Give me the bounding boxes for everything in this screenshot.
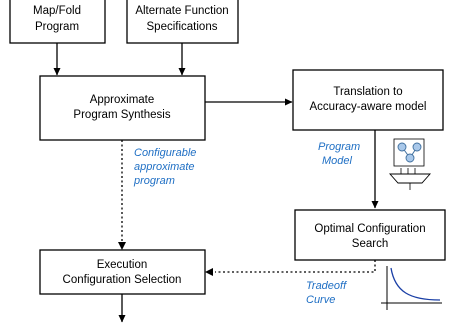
tradeoff-annotation-line2: Curve (306, 294, 335, 306)
alt-spec-label-line1: Alternate Function (135, 5, 228, 17)
map-fold-label-line2: Program (35, 21, 79, 33)
dotted-arrowhead-optimal-to-execution (205, 268, 213, 276)
optimal-label-line2: Search (352, 238, 388, 250)
tradeoff-curve-icon (381, 266, 442, 310)
graph-model-icon (388, 138, 432, 190)
configurable-annotation-line2: approximate (134, 161, 195, 173)
synthesis-label-line1: Approximate (90, 94, 155, 106)
tradeoff-annotation-line1: Tradeoff (306, 280, 347, 292)
synthesis-label-line2: Program Synthesis (73, 109, 170, 121)
map-fold-program-box: Map/Fold Program (9, 0, 106, 44)
optimal-configuration-search-box: Optimal Configuration Search (294, 209, 446, 261)
configurable-annotation-line3: program (133, 175, 175, 187)
dotted-arrowhead-execution (118, 242, 126, 250)
alt-spec-label-line2: Specifications (147, 21, 218, 33)
execution-label-line2: Configuration Selection (63, 274, 182, 286)
program-model-annotation-line2: Model (322, 155, 353, 167)
optimal-label-line1: Optimal Configuration (314, 223, 425, 235)
alternate-function-specifications-box: Alternate Function Specifications (126, 0, 239, 44)
configurable-annotation-line1: Configurable (134, 147, 196, 159)
execution-label-line1: Execution (97, 259, 148, 271)
execution-configuration-selection-box: Execution Configuration Selection (39, 249, 206, 295)
translation-box: Translation to Accuracy-aware model (292, 69, 444, 131)
map-fold-label-line1: Map/Fold (33, 5, 81, 17)
translation-label-line2: Accuracy-aware model (310, 101, 427, 113)
dotted-line-optimal-to-execution (215, 260, 376, 273)
approximate-program-synthesis-box: Approximate Program Synthesis (39, 75, 206, 141)
translation-label-line1: Translation to (333, 86, 402, 98)
program-model-annotation-line1: Program (318, 141, 360, 153)
